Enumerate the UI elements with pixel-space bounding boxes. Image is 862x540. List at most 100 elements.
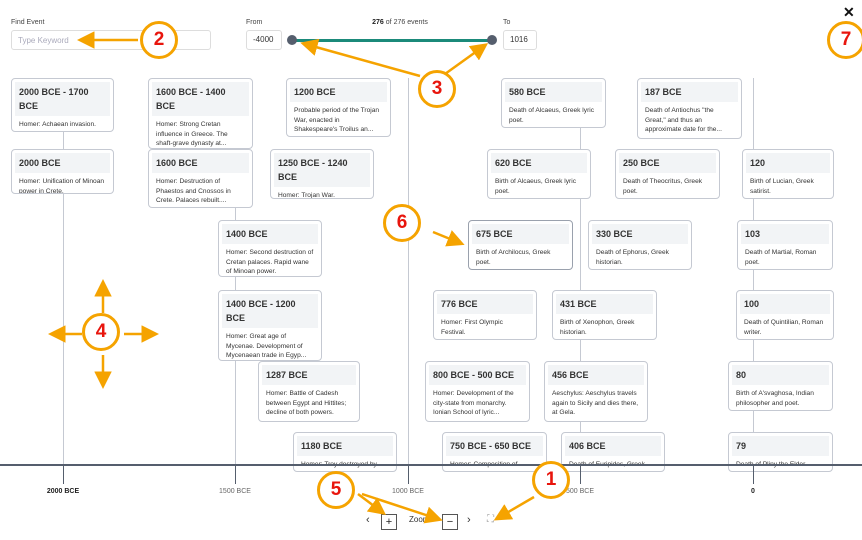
event-card[interactable]: 800 BCE - 500 BCE Homer: Development of t…	[425, 361, 530, 422]
zoom-in-button[interactable]: +	[381, 514, 397, 530]
event-description: Death of Antiochus "the Great," and thus…	[645, 107, 722, 133]
event-description: Probable period of the Trojan War, enact…	[294, 107, 380, 133]
event-date: 431 BCE	[556, 294, 653, 314]
zoom-label: Zoom	[409, 515, 430, 524]
event-description: Homer: Second destruction of Cretan pala…	[226, 249, 314, 275]
event-description: Homer: Destruction of Phaestos and Cnoss…	[156, 178, 231, 204]
event-date: 1600 BCE	[152, 153, 249, 173]
event-description: Birth of Alcaeus, Greek lyric poet.	[495, 178, 576, 195]
event-date: 2000 BCE - 1700 BCE	[15, 82, 110, 116]
event-date: 250 BCE	[619, 153, 716, 173]
axis-tick	[753, 466, 754, 484]
axis-tick-label: 500 BCE	[565, 488, 595, 495]
event-date: 1600 BCE - 1400 BCE	[152, 82, 249, 116]
event-card[interactable]: 2000 BCE Homer: Unification of Minoan pow…	[11, 149, 114, 194]
callout-badge: 7	[827, 21, 862, 59]
event-card[interactable]: 431 BCE Birth of Xenophon, Greek historia…	[552, 290, 657, 340]
event-card[interactable]: 1200 BCE Probable period of the Trojan Wa…	[286, 78, 391, 137]
callout-badge: 3	[418, 70, 456, 108]
axis-tick-label: 2000 BCE	[46, 488, 80, 495]
callout-badge: 6	[383, 204, 421, 242]
event-date: 2000 BCE	[15, 153, 110, 173]
total-count: 276	[393, 19, 406, 26]
event-description: Death of Martial, Roman poet.	[745, 249, 817, 266]
fit-screen-icon[interactable]: ⛶	[487, 514, 494, 525]
timeline-axis[interactable]	[0, 464, 862, 466]
event-date: 1180 BCE	[297, 436, 393, 456]
of-text: of	[385, 19, 392, 26]
event-description: Birth of Xenophon, Greek historian.	[560, 319, 635, 336]
axis-tick	[235, 466, 236, 484]
next-chevron-icon[interactable]: ›	[467, 514, 471, 526]
axis-tick	[580, 466, 581, 484]
event-description: Homer: Unification of Minoan power in Cr…	[19, 178, 105, 194]
event-card[interactable]: 2000 BCE - 1700 BCE Homer: Achaean invasi…	[11, 78, 114, 132]
event-card[interactable]: 620 BCE Birth of Alcaeus, Greek lyric poe…	[487, 149, 591, 199]
event-date: 80	[732, 365, 829, 385]
event-description: Aeschylus: Aeschylus travels again to Si…	[552, 390, 639, 416]
from-year-input[interactable]: -4000	[246, 30, 282, 50]
event-description: Homer: Battle of Cadesh between Egypt an…	[266, 390, 347, 416]
event-description: Birth of A'svaghosa, Indian philosopher …	[736, 390, 814, 407]
callout-badge: 5	[317, 471, 355, 509]
zoom-out-button[interactable]: −	[442, 514, 458, 530]
axis-tick-label: 0	[751, 488, 755, 495]
event-card[interactable]: 250 BCE Death of Theocritus, Greek poet.	[615, 149, 720, 199]
axis-tick-label: 1000 BCE	[392, 488, 424, 495]
event-date: 103	[741, 224, 829, 244]
event-card[interactable]: 79Death of Pliny the Elder.	[728, 432, 833, 472]
close-icon[interactable]: ✕	[843, 4, 855, 20]
event-description: Death of Theocritus, Greek poet.	[623, 178, 703, 195]
event-date: 620 BCE	[491, 153, 587, 173]
to-label: To	[503, 19, 511, 26]
event-date: 1287 BCE	[262, 365, 356, 385]
search-label: Find Event	[11, 19, 45, 26]
event-description: Homer: First Olympic Festival.	[441, 319, 503, 336]
event-card[interactable]: 1250 BCE - 1240 BCE Homer: Trojan War.	[270, 149, 374, 199]
event-description: Homer: Development of the city-state fro…	[433, 390, 514, 416]
event-description: Homer: Trojan War.	[278, 192, 335, 199]
event-date: 800 BCE - 500 BCE	[429, 365, 526, 385]
event-date: 100	[740, 294, 830, 314]
search-input[interactable]	[11, 30, 211, 50]
gridline	[580, 78, 581, 464]
range-end-handle[interactable]	[487, 35, 497, 45]
event-date: 1250 BCE - 1240 BCE	[274, 153, 370, 187]
axis-tick	[408, 466, 409, 484]
event-description: Homer: Achaean invasion.	[19, 121, 96, 128]
range-slider-track[interactable]	[292, 39, 492, 42]
from-label: From	[246, 19, 263, 26]
axis-tick	[63, 466, 64, 484]
to-year-input[interactable]: 1016	[503, 30, 537, 50]
axis-tick-label: 1500 BCE	[219, 488, 251, 495]
shown-count: 276	[372, 19, 384, 26]
prev-chevron-icon[interactable]: ‹	[366, 514, 370, 526]
callout-badge: 2	[140, 21, 178, 59]
event-date: 330 BCE	[592, 224, 688, 244]
callout-badge: 1	[532, 461, 570, 499]
event-card[interactable]: 1287 BCE Homer: Battle of Cadesh between …	[258, 361, 360, 422]
event-date: 120	[746, 153, 830, 173]
event-date: 406 BCE	[565, 436, 661, 456]
event-date: 1200 BCE	[290, 82, 387, 102]
event-description: Death of Quintilian, Roman writer.	[744, 319, 824, 336]
event-date: 79	[732, 436, 829, 456]
event-card[interactable]: 1600 BCE Homer: Destruction of Phaestos a…	[148, 149, 253, 208]
range-start-handle[interactable]	[287, 35, 297, 45]
